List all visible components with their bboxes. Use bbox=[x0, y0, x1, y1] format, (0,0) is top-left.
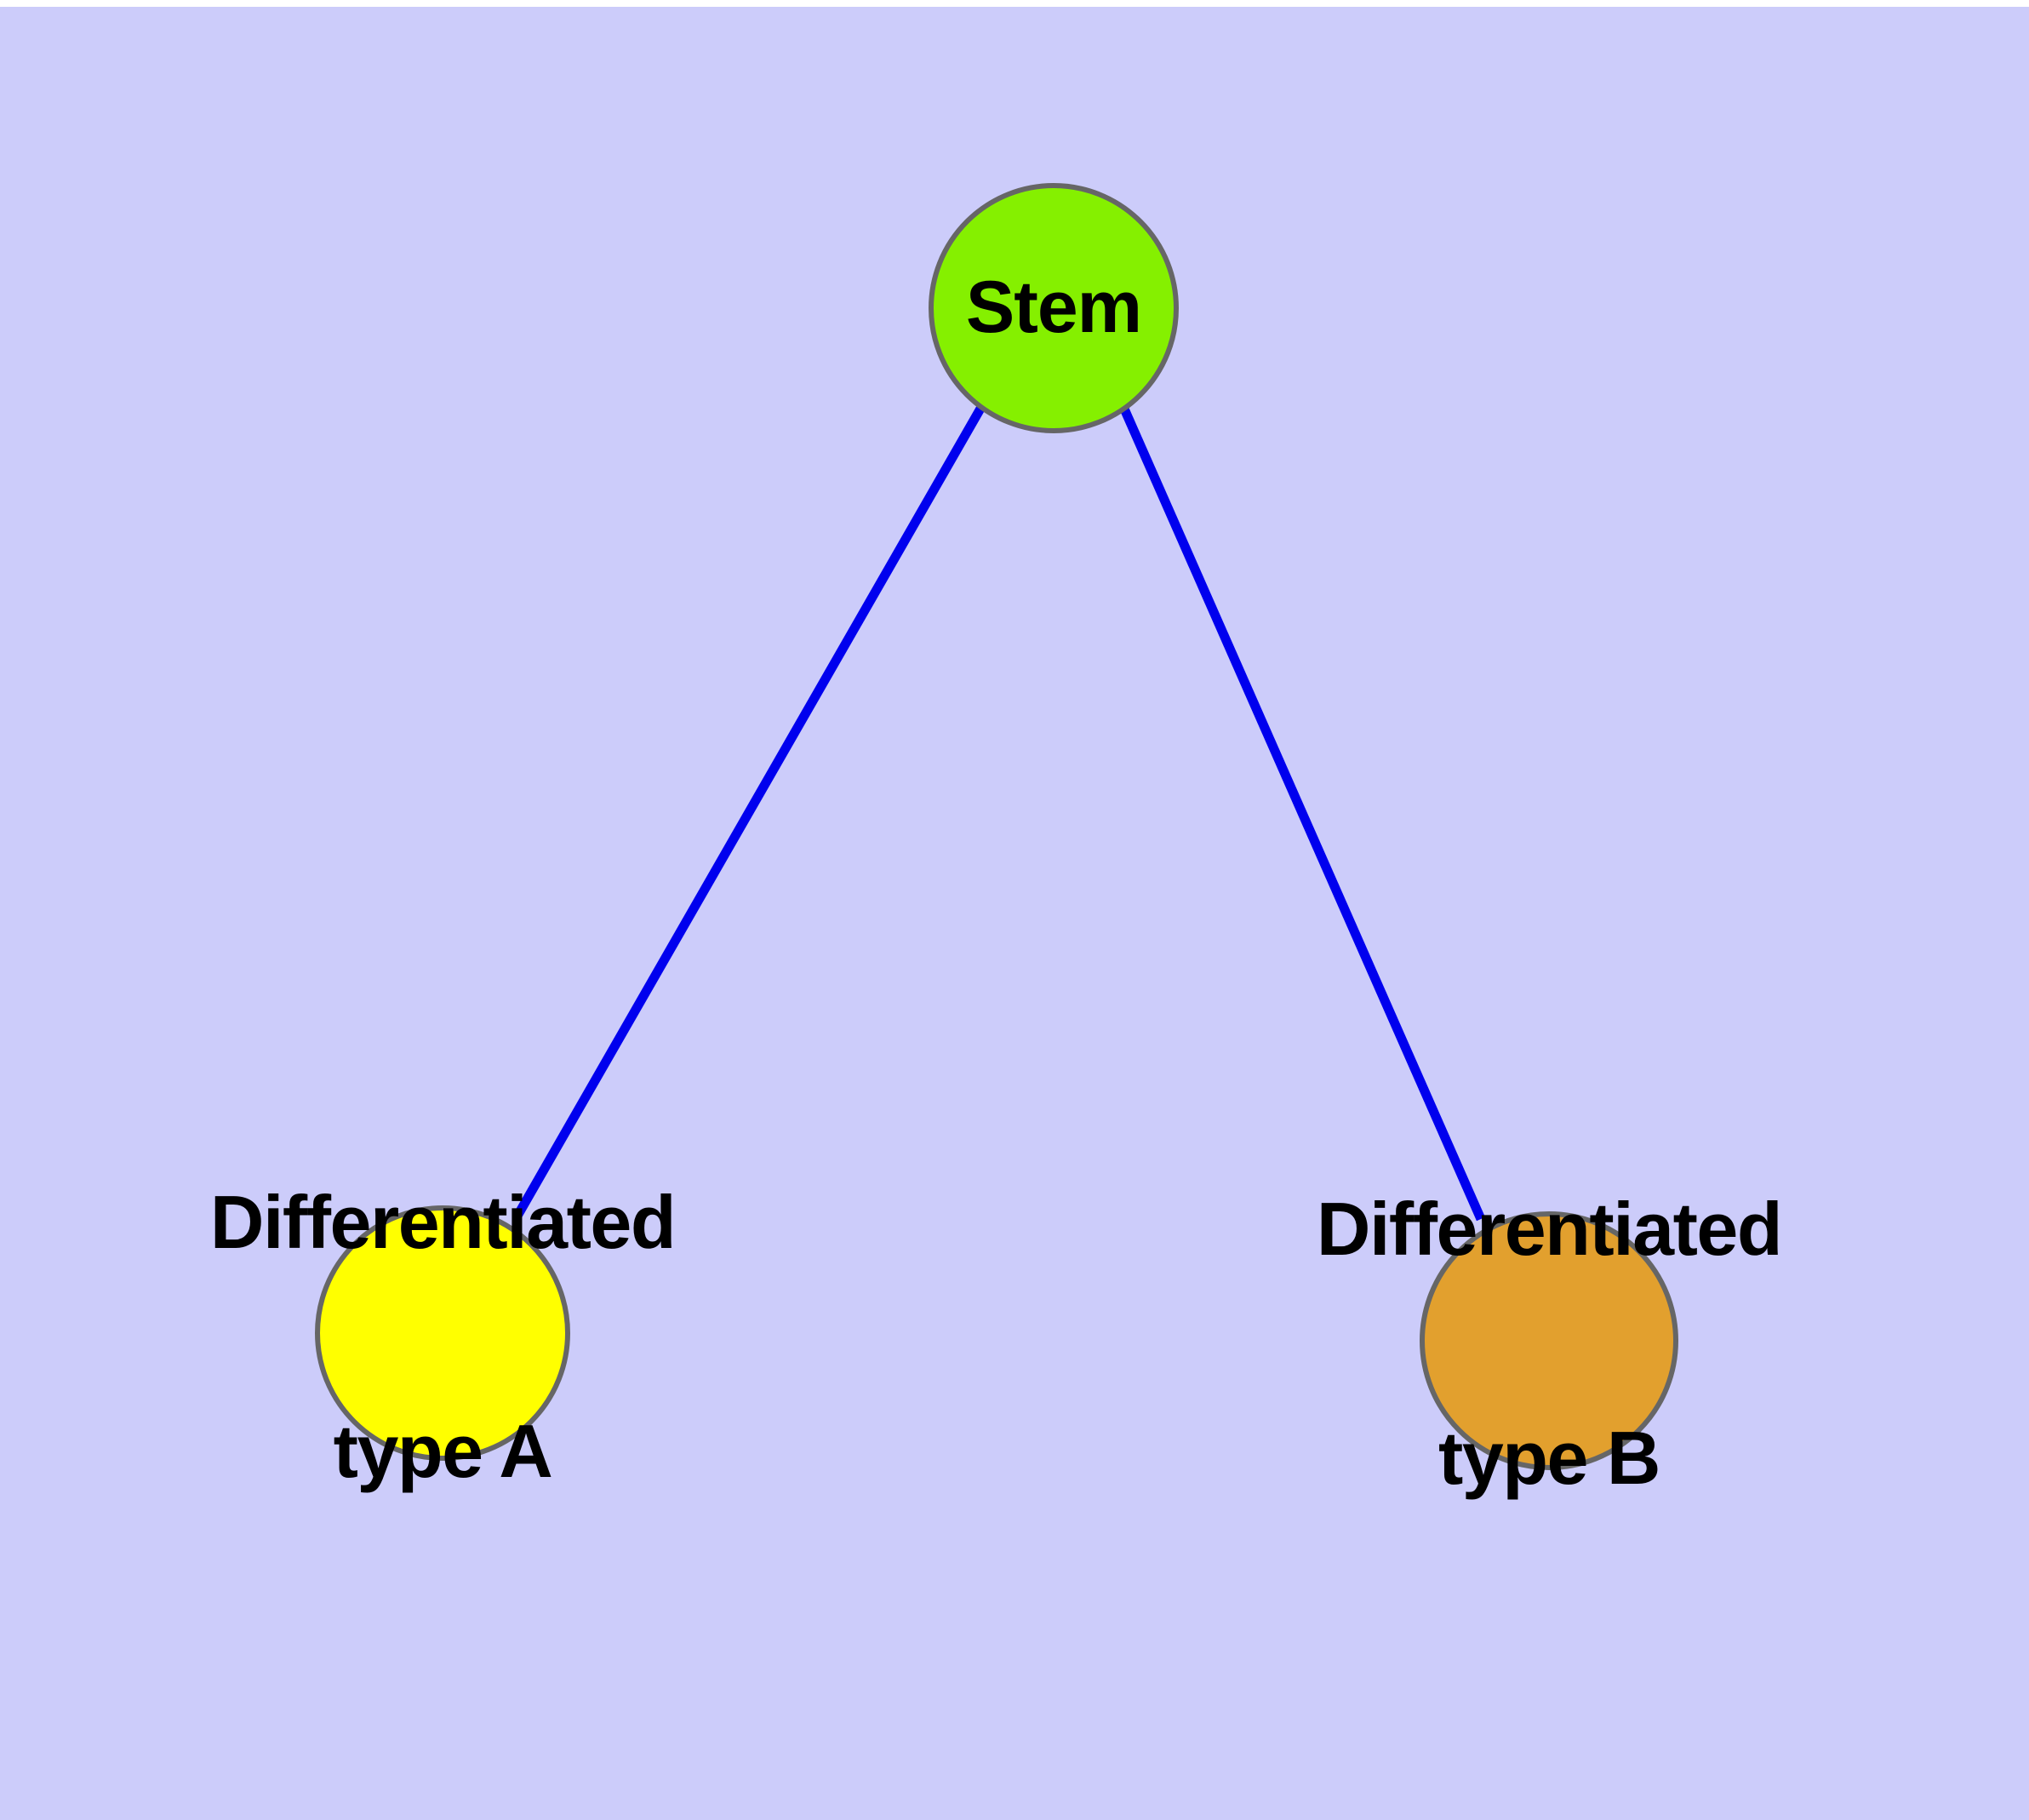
node-differentiated-type-a[interactable] bbox=[315, 1205, 570, 1461]
nodes-layer bbox=[315, 183, 1678, 1470]
edge-stem-to-differentiated-type-b bbox=[1118, 404, 1486, 1222]
node-stem[interactable] bbox=[929, 183, 1179, 433]
edge-stem-to-differentiated-type-a bbox=[512, 406, 985, 1220]
node-differentiated-type-b[interactable] bbox=[1420, 1211, 1678, 1470]
edges-layer bbox=[512, 404, 1486, 1222]
